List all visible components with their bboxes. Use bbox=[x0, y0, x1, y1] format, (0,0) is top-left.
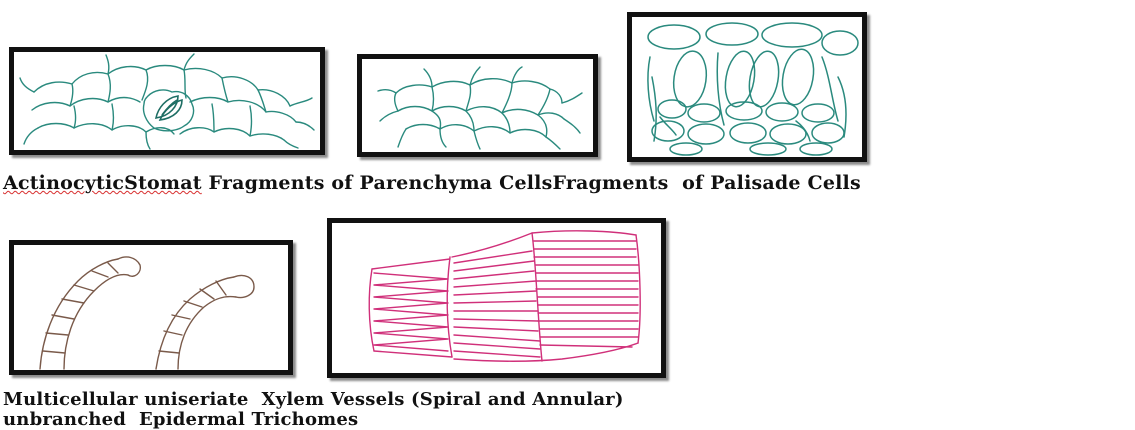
parenchyma-cells-drawing bbox=[362, 59, 593, 152]
uniseriate-trichomes-drawing bbox=[14, 245, 288, 370]
palisade-cells-drawing bbox=[632, 17, 862, 157]
trichome-caption-line2: unbranched Epidermal Trichomes bbox=[3, 409, 358, 430]
actinocytic-stomata-caption: ActinocyticStomat bbox=[3, 172, 202, 194]
trichomes-panel bbox=[9, 240, 293, 375]
row1-caption: ActinocyticStomat Fragments of Parenchym… bbox=[3, 172, 861, 194]
trichome-xylem-caption-line1: Multicellular uniseriate Xylem Vessels (… bbox=[3, 389, 624, 410]
xylem-vessels-drawing bbox=[332, 223, 661, 373]
actinocytic-stomata-drawing bbox=[14, 52, 320, 150]
parenchyma-panel bbox=[357, 54, 598, 157]
parenchyma-palisade-caption: Fragments of Parenchyma CellsFragments o… bbox=[202, 172, 861, 194]
xylem-panel bbox=[327, 218, 666, 378]
palisade-panel bbox=[627, 12, 867, 162]
stomata-panel bbox=[9, 47, 325, 155]
